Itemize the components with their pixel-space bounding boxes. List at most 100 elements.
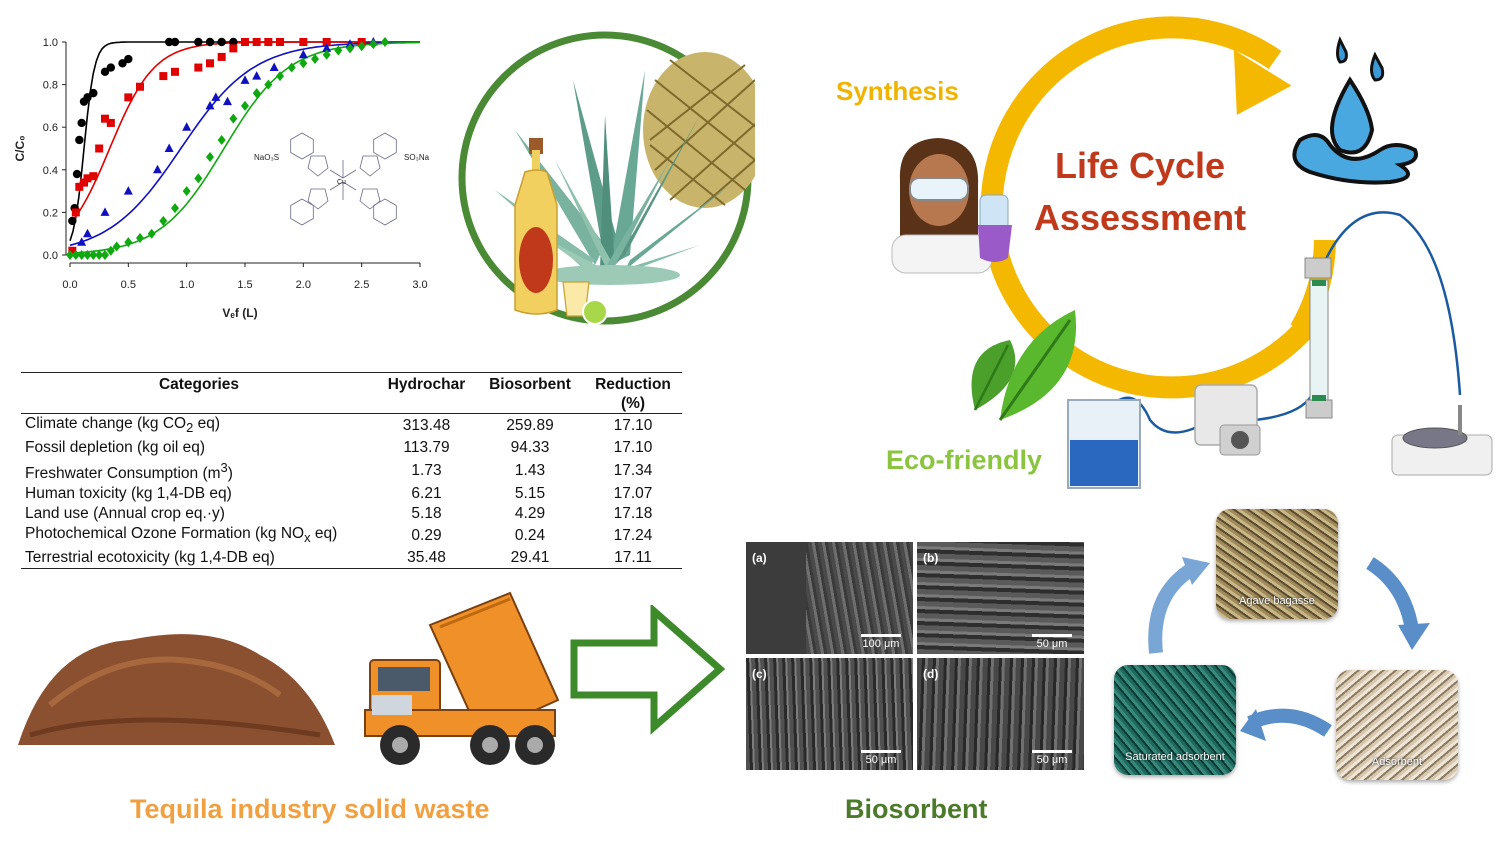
lca-title-line-1: Life Cycle bbox=[1054, 145, 1226, 186]
lca-arrowhead bbox=[1233, 49, 1292, 115]
data-point-series-3 bbox=[83, 228, 92, 238]
cell-category: Land use (Annual crop eq.·y) bbox=[25, 505, 225, 523]
data-point-series-4 bbox=[369, 39, 378, 50]
adsorbent-label: Adsorbent bbox=[1371, 756, 1423, 768]
data-point-series-1 bbox=[164, 37, 174, 47]
fit-curve-series-2 bbox=[69, 41, 420, 225]
data-point-series-3 bbox=[269, 62, 279, 72]
sem-panel-label: (d) bbox=[923, 667, 939, 681]
green-leaves-icon bbox=[971, 310, 1077, 421]
header-biosorbent: Biosorbent bbox=[476, 373, 584, 414]
soil-pile bbox=[18, 634, 335, 745]
data-point-series-4 bbox=[77, 250, 86, 260]
data-point-series-1 bbox=[124, 54, 133, 64]
data-point-series-3 bbox=[77, 237, 87, 246]
y-tick-label: 1.0 bbox=[43, 37, 58, 49]
header-categories: Categories bbox=[21, 373, 377, 414]
data-point-series-4 bbox=[95, 250, 104, 260]
saturated-adsorbent-tile: Saturated adsorbent bbox=[1114, 665, 1236, 775]
saturated-adsorbent-label: Saturated adsorbent bbox=[1125, 751, 1225, 763]
y-axis-label: C/C₀ bbox=[13, 135, 27, 161]
biosorbent-caption: Biosorbent bbox=[845, 794, 988, 824]
data-point-series-4 bbox=[276, 71, 284, 82]
sem-scale-bar: 100 μm bbox=[861, 634, 901, 650]
data-point-series-3 bbox=[182, 122, 192, 131]
cell-biosorbent: 0.24 bbox=[514, 527, 546, 545]
water-drop-icon bbox=[1292, 36, 1418, 185]
x-tick-label: 0.0 bbox=[62, 279, 77, 291]
molecule-metal: Cu bbox=[337, 179, 346, 186]
data-point-series-4 bbox=[136, 232, 144, 243]
data-point-series-4 bbox=[311, 54, 319, 65]
sem-panel-a: (a) 100 μm bbox=[746, 542, 913, 654]
sem-scale-bar: 50 μm bbox=[1032, 750, 1072, 766]
sem-panel-c: (c) 50 μm bbox=[746, 658, 913, 770]
data-point-series-2 bbox=[101, 114, 109, 123]
cycle-arrows bbox=[1148, 557, 1430, 741]
eco-friendly-label: Eco-friendly bbox=[886, 445, 1043, 475]
data-point-series-2 bbox=[206, 59, 214, 68]
data-point-series-2 bbox=[322, 38, 331, 46]
sem-panel-label: (a) bbox=[752, 551, 767, 565]
cell-hydrochar: 35.48 bbox=[407, 549, 446, 567]
header-hydrochar: Hydrochar bbox=[377, 373, 476, 414]
fit-curve-series-3 bbox=[69, 41, 420, 247]
sem-panel-d: (d) 50 μm bbox=[917, 658, 1084, 770]
cell-category: Photochemical Ozone Formation (kg NOx eq… bbox=[25, 525, 338, 546]
waste-caption: Tequila industry solid waste bbox=[130, 794, 490, 824]
sem-scale-label: 50 μm bbox=[1036, 754, 1068, 766]
cell-biosorbent: 5.15 bbox=[514, 485, 546, 503]
data-point-series-4 bbox=[264, 79, 273, 90]
data-point-series-1 bbox=[68, 216, 77, 226]
cell-hydrochar: 313.48 bbox=[402, 417, 451, 435]
data-point-series-3 bbox=[223, 96, 232, 106]
agave-bagasse-label: Agave bagasse bbox=[1239, 595, 1315, 607]
scientist-icon bbox=[891, 138, 1012, 274]
data-point-series-2 bbox=[80, 178, 88, 187]
data-point-series-2 bbox=[83, 174, 92, 183]
sem-micrographs: (a) 100 μm (b) 50 μm (c) 50 μm (d) 50 μm bbox=[746, 542, 1084, 770]
sem-panel-label: (c) bbox=[752, 667, 767, 681]
data-point-series-3 bbox=[345, 39, 355, 48]
cell-hydrochar: 113.79 bbox=[403, 439, 450, 457]
data-point-series-3 bbox=[123, 186, 133, 195]
data-point-series-4 bbox=[147, 228, 156, 239]
sem-scale-label: 50 μm bbox=[1036, 638, 1068, 650]
data-point-series-2 bbox=[75, 182, 84, 191]
cell-reduction: 17.24 bbox=[613, 527, 653, 545]
table-row: Photochemical Ozone Formation (kg NOx eq… bbox=[21, 524, 682, 548]
cell-category: Terrestrial ecotoxicity (kg 1,4-DB eq) bbox=[25, 549, 275, 567]
data-point-series-2 bbox=[106, 118, 115, 127]
data-point-series-2 bbox=[71, 208, 80, 217]
x-tick-label: 3.0 bbox=[412, 279, 427, 291]
cell-hydrochar: 6.21 bbox=[411, 485, 442, 503]
agave-bagasse-tile: Agave bagasse bbox=[1216, 509, 1338, 619]
agave-tequila-illustration bbox=[458, 31, 755, 325]
data-point-series-1 bbox=[89, 88, 98, 98]
cell-reduction: 17.07 bbox=[613, 485, 653, 503]
data-point-series-4 bbox=[252, 88, 261, 99]
data-point-series-3 bbox=[205, 100, 215, 110]
sem-scale-label: 100 μm bbox=[862, 638, 900, 650]
molecule-left-group: NaO₃S bbox=[254, 153, 279, 162]
adsorbent-cycle: Agave bagasse Adsorbent Saturated adsorb… bbox=[1100, 505, 1500, 790]
y-tick-label: 0.0 bbox=[43, 250, 58, 262]
cell-biosorbent: 94.33 bbox=[510, 439, 550, 457]
data-point-series-1 bbox=[100, 67, 110, 77]
data-point-series-4 bbox=[346, 43, 354, 54]
data-point-series-4 bbox=[217, 134, 226, 145]
cell-biosorbent: 4.29 bbox=[514, 505, 546, 523]
data-point-series-2 bbox=[68, 246, 77, 255]
dump-truck bbox=[364, 591, 560, 765]
sem-scale-bar: 50 μm bbox=[1032, 634, 1072, 650]
data-point-series-2 bbox=[276, 38, 284, 46]
data-point-series-1 bbox=[217, 37, 226, 47]
x-axis-label: Vₑf (L) bbox=[222, 306, 257, 320]
data-point-series-4 bbox=[112, 241, 121, 252]
data-point-series-4 bbox=[89, 250, 98, 260]
